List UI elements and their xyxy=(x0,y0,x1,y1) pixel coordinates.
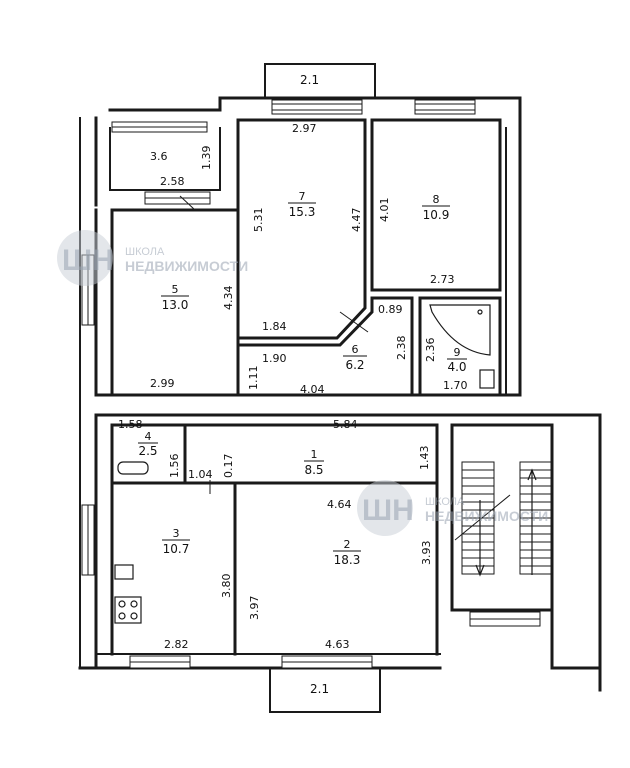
room-area: 4.0 xyxy=(447,360,466,374)
windows xyxy=(81,99,541,669)
room-area: 2.5 xyxy=(138,444,157,458)
dimension-label: 1.11 xyxy=(247,366,260,391)
dimension-label: 4.04 xyxy=(300,383,325,396)
room-labels: 1 8.5 2 18.3 3 10.7 4 2.5 5 13.0 6 6.2 xyxy=(138,190,467,567)
room-label-2: 2 18.3 xyxy=(333,538,361,567)
room-label-3: 3 10.7 xyxy=(162,527,190,556)
dimension-label: 2.36 xyxy=(424,338,437,363)
dimension-labels: 2.1 2.97 3.6 1.39 2.58 5.31 4.47 4.01 4.… xyxy=(118,73,468,696)
dimension-label: 0.17 xyxy=(222,454,235,479)
toilet-icon xyxy=(479,369,495,389)
room-area: 6.2 xyxy=(345,358,364,372)
room-area: 15.3 xyxy=(289,205,316,219)
watermark-line1: ШКОЛА xyxy=(125,246,165,258)
room-area: 8.5 xyxy=(304,463,323,477)
room-number: 7 xyxy=(299,190,306,203)
shower-icon xyxy=(429,304,491,356)
dimension-label: 3.80 xyxy=(220,574,233,599)
watermark-line2: НЕДВИЖИМОСТИ xyxy=(425,508,548,524)
dimension-label: 3.97 xyxy=(248,596,261,621)
room-number: 1 xyxy=(311,448,318,461)
svg-text:ШН: ШН xyxy=(62,244,114,277)
room-label-1: 1 8.5 xyxy=(304,448,324,477)
dimension-label: 4.64 xyxy=(327,498,352,511)
dimension-label: 5.84 xyxy=(333,418,358,431)
dimension-label: 2.97 xyxy=(292,122,317,135)
stove-icon xyxy=(114,596,142,624)
room-label-4: 4 2.5 xyxy=(138,430,158,458)
room-number: 3 xyxy=(173,527,180,540)
room-number: 6 xyxy=(352,343,359,356)
dimension-label: 1.39 xyxy=(200,146,213,171)
room-area: 13.0 xyxy=(162,298,189,312)
dimension-label: 2.99 xyxy=(150,377,175,390)
room-area: 18.3 xyxy=(334,553,361,567)
room-number: 5 xyxy=(172,283,179,296)
dimension-label: 5.31 xyxy=(252,208,265,233)
sink-icon xyxy=(114,564,134,580)
room-number: 8 xyxy=(433,193,440,206)
dimension-label: 0.89 xyxy=(378,303,403,316)
watermark-logo-icon: ШН xyxy=(357,480,414,536)
dimension-label: 1.04 xyxy=(188,468,213,481)
room-label-7: 7 15.3 xyxy=(288,190,316,219)
dimension-label: 2.58 xyxy=(160,175,185,188)
room-label-6: 6 6.2 xyxy=(343,343,367,372)
dimension-label: 2.38 xyxy=(395,336,408,361)
dimension-label: 4.47 xyxy=(350,208,363,233)
dimension-label: 1.58 xyxy=(118,418,143,431)
dimension-label: 1.90 xyxy=(262,352,287,365)
watermark-line1: ШКОЛА xyxy=(425,496,465,508)
room-label-5: 5 13.0 xyxy=(161,283,189,312)
dimension-label: 1.84 xyxy=(262,320,287,333)
dimension-label: 2.73 xyxy=(430,273,455,286)
stairs xyxy=(454,461,553,577)
dimension-label: 1.70 xyxy=(443,379,468,392)
room-area: 10.9 xyxy=(423,208,450,222)
svg-text:ШН: ШН xyxy=(362,494,414,527)
dimension-label: 2.82 xyxy=(164,638,189,651)
fixtures xyxy=(114,195,495,624)
dimension-label: 1.56 xyxy=(168,454,181,479)
room-number: 4 xyxy=(145,430,152,443)
dimension-label: 2.1 xyxy=(300,73,319,87)
room-label-9: 9 4.0 xyxy=(447,346,467,374)
dimension-label: 2.1 xyxy=(310,682,329,696)
watermark-logo-icon: ШН xyxy=(57,230,114,286)
room-number: 2 xyxy=(344,538,351,551)
toilet-icon xyxy=(117,461,149,475)
dimension-label: 4.63 xyxy=(325,638,350,651)
dimension-label: 3.6 xyxy=(150,150,168,163)
interior-walls xyxy=(110,118,602,692)
dimension-label: 4.01 xyxy=(378,198,391,223)
room-number: 9 xyxy=(454,346,461,359)
dimension-label: 3.93 xyxy=(420,541,433,566)
room-label-8: 8 10.9 xyxy=(422,193,450,222)
watermark-line2: НЕДВИЖИМОСТИ xyxy=(125,258,248,274)
dimension-label: 4.34 xyxy=(222,286,235,311)
watermark: ШН ШКОЛА НЕДВИЖИМОСТИ ШН ШКОЛА НЕДВИЖИМО… xyxy=(57,230,548,536)
dimension-label: 1.43 xyxy=(418,446,431,471)
room-area: 10.7 xyxy=(163,542,190,556)
